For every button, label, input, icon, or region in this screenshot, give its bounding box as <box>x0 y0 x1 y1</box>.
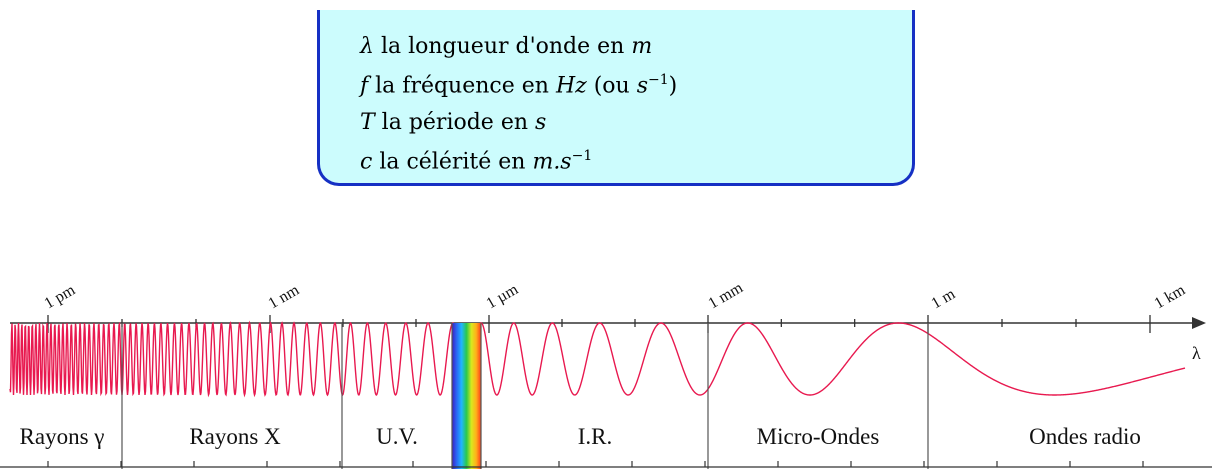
tick-label-m: 1 m <box>929 285 959 312</box>
tick-label-nm: 1 nm <box>266 281 303 312</box>
definitions-box: λ la longueur d'onde en m f la fréquence… <box>317 10 915 186</box>
axis-arrow-icon <box>1192 317 1206 329</box>
definition-frequency: f la fréquence en Hz (ou s−1) <box>360 72 677 98</box>
symbol-lambda: λ <box>360 34 374 59</box>
definition-text: la longueur d'onde en <box>373 34 632 59</box>
unit: m.s <box>532 149 572 175</box>
zone-microwave: Micro-Ondes <box>757 424 880 449</box>
tick-label-pm: 1 pm <box>42 281 79 312</box>
symbol-c: c <box>360 149 373 175</box>
visible-light-band <box>452 323 481 469</box>
zone-radio: Ondes radio <box>1029 424 1141 449</box>
close-paren: ) <box>668 73 678 99</box>
em-spectrum-diagram: 1 pm 1 nm 1 µm 1 mm 1 m 1 km λ Rayons γ … <box>0 279 1212 469</box>
exponent: −1 <box>648 72 669 88</box>
definition-text: la célérité en <box>372 149 533 175</box>
tick-label-mm: 1 mm <box>706 279 747 312</box>
definition-extra: (ou <box>586 73 637 99</box>
symbol-f: f <box>360 73 369 99</box>
zone-ir: I.R. <box>578 424 613 449</box>
tick-label-km: 1 km <box>1152 281 1189 312</box>
definition-text: la période en <box>374 110 536 135</box>
tick-labels: 1 pm 1 nm 1 µm 1 mm 1 m 1 km <box>42 279 1189 312</box>
unit: s <box>535 110 547 135</box>
axis-label-lambda: λ <box>1192 343 1201 363</box>
bottom-ticks <box>47 461 1144 467</box>
zone-gamma: Rayons γ <box>20 424 105 449</box>
tick-label-um: 1 µm <box>484 281 522 313</box>
unit: m <box>631 34 653 59</box>
definition-lambda: λ la longueur d'onde en m <box>360 34 652 59</box>
zone-labels: Rayons γ Rayons X U.V. I.R. Micro-Ondes … <box>20 424 1141 449</box>
zone-xray: Rayons X <box>189 424 281 449</box>
unit: Hz <box>555 73 587 99</box>
wave-curve <box>9 320 1186 398</box>
symbol-T: T <box>360 110 375 135</box>
exponent: −1 <box>571 148 593 164</box>
definition-celerity: c la célérité en m.s−1 <box>360 148 592 174</box>
definition-period: T la période en s <box>360 110 546 135</box>
unit2: s <box>636 73 648 99</box>
zone-separators <box>121 323 929 469</box>
zone-uv: U.V. <box>376 424 418 449</box>
definition-text: la fréquence en <box>368 73 556 99</box>
